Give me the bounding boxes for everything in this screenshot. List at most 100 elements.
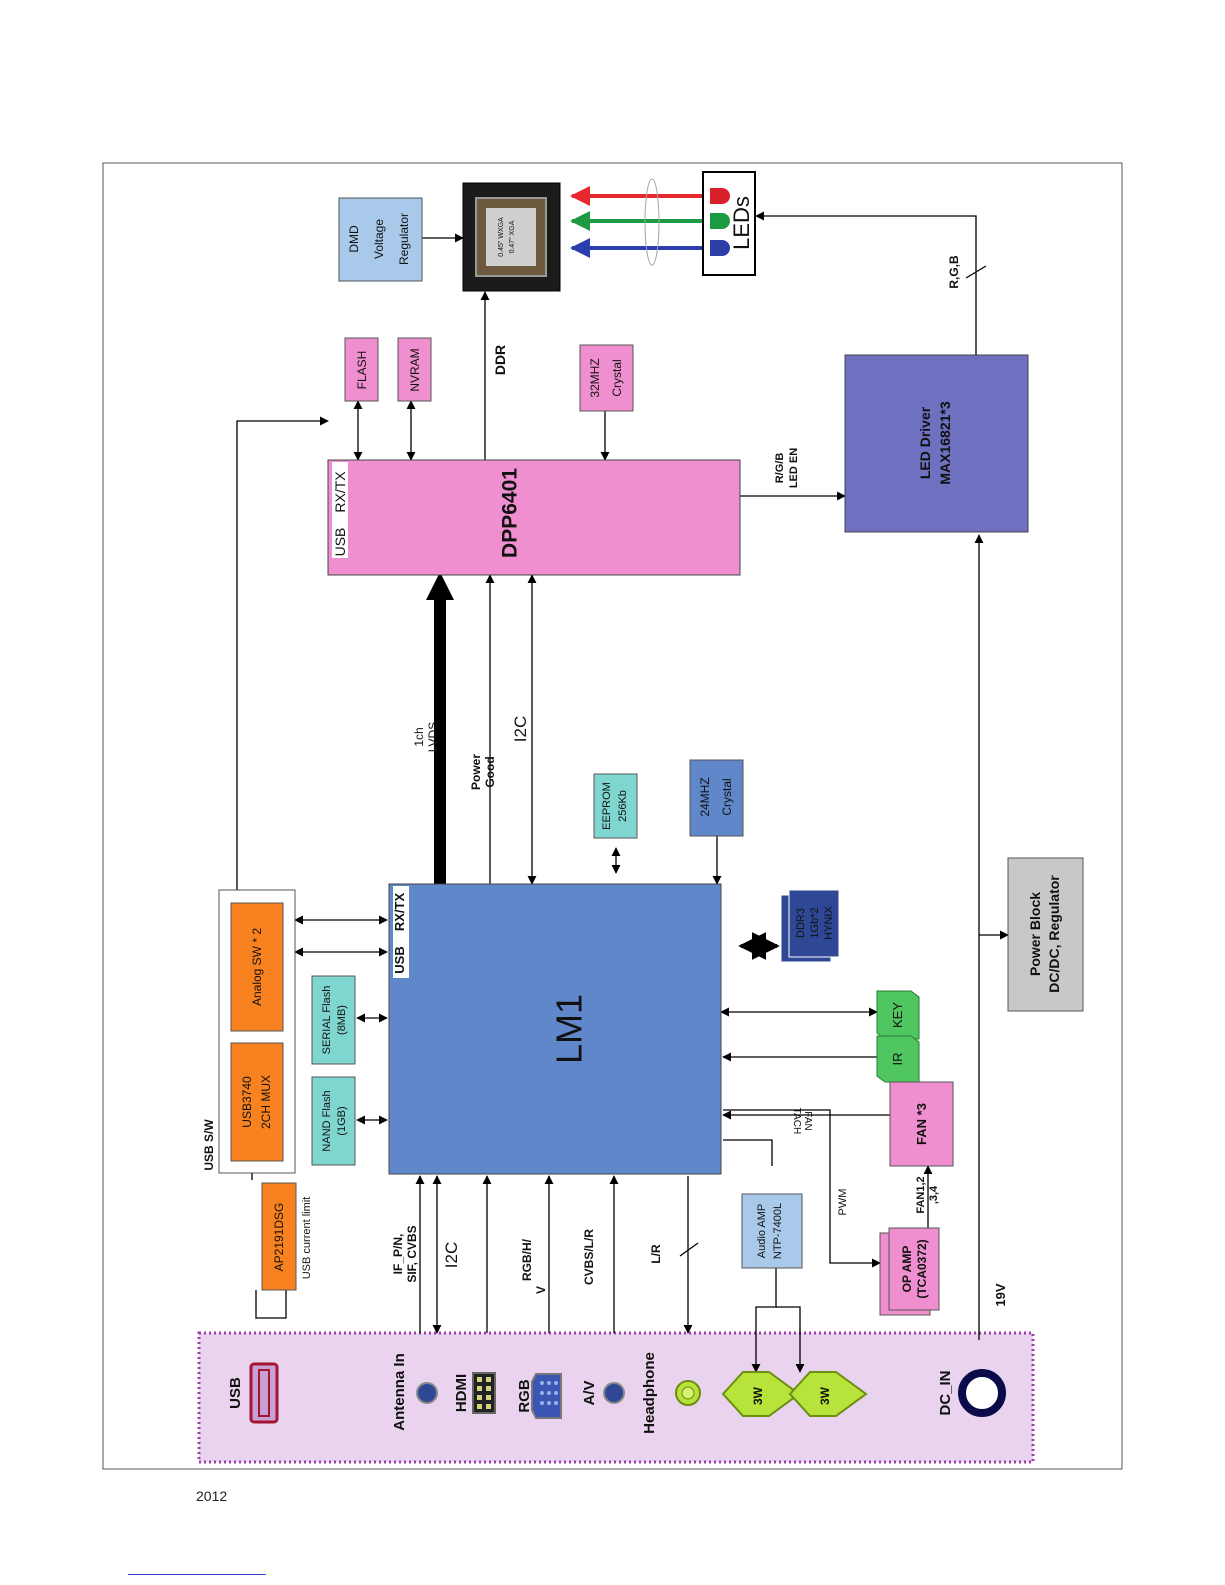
lm1-box — [388, 883, 722, 1175]
connector-rgb-label: RGB — [516, 1379, 533, 1413]
signal-if-pn-1: IF_P/N, — [391, 1234, 405, 1275]
footer-link-underline[interactable] — [128, 1574, 266, 1575]
vga-port-icon — [531, 1373, 562, 1419]
bus-slash-rgb — [965, 265, 987, 279]
dmd-chip-window — [486, 208, 536, 266]
signal-fan12-1: FAN1,2 — [915, 1176, 927, 1213]
dpp-box — [327, 459, 741, 576]
flash-box — [344, 337, 379, 402]
fan-label: FAN *3 — [914, 1103, 929, 1145]
dmd-chip-text-2: 0.47" XGA — [509, 220, 516, 253]
signal-pwm: PWM — [837, 1189, 849, 1216]
led-blue — [710, 240, 730, 256]
signal-rgb-hv-1: RGB/H/ — [520, 1238, 534, 1281]
headphone-jack-center — [681, 1386, 695, 1400]
signal-rgb-hv-2: V — [534, 1286, 548, 1294]
arrow-usbsw-dpp — [236, 416, 329, 890]
eeprom-label-1: EEPROM — [601, 782, 613, 830]
line-lm1-audio — [723, 1139, 773, 1166]
connector-speaker2-label: 3W — [818, 1386, 832, 1405]
footer-year: 2012 — [196, 1488, 228, 1504]
signal-power-good-1: Power — [469, 754, 483, 790]
speaker1-icon — [721, 1371, 801, 1417]
audio-amp-label-2: NTP-7400L — [772, 1203, 784, 1259]
dmd-chip-text-1: 0.45" WXGA — [498, 217, 505, 257]
serial-flash-label-2: (8MB) — [336, 1005, 348, 1035]
lm1-label: LM1 — [549, 994, 590, 1064]
connector-headphone-label: Headphone — [641, 1352, 658, 1434]
signal-rgb-led-en-1: R/G/B — [774, 453, 786, 484]
dmd-reg-label-1: DMD — [347, 225, 361, 253]
arrow-leddriver-leds — [755, 211, 977, 355]
crystal32-label-1: 32MHZ — [588, 358, 602, 397]
power-block-box — [1007, 857, 1084, 1012]
ir-label: IR — [890, 1053, 905, 1066]
signal-rgb: R,G,B — [947, 255, 961, 289]
antenna-jack-icon — [416, 1382, 438, 1404]
signal-fan-tach-1: FAN — [802, 1111, 813, 1130]
analog-sw-box — [230, 902, 284, 1032]
ddr3-label-2: 1Gb*2 — [809, 907, 821, 938]
diagram-frame — [102, 162, 1123, 1470]
connector-panel — [197, 1331, 1035, 1464]
signal-lvds-1: 1ch — [412, 727, 426, 746]
dpp-usb-label: USB — [332, 528, 348, 557]
power-block-label-1: Power Block — [1027, 892, 1043, 976]
line-amp-speaker2 — [776, 1306, 805, 1373]
fan-box — [889, 1081, 954, 1167]
crystal32-label-2: Crystal — [610, 359, 624, 396]
nvram-box — [397, 337, 432, 402]
crystal32-box — [579, 344, 634, 412]
lm1-rxtx-label: RX/TX — [392, 893, 407, 932]
signal-rgb-led-en-2: LED EN — [788, 448, 800, 488]
usb-sw-label: USB S/W — [202, 1119, 216, 1171]
signal-i2c-bottom: I2C — [442, 1242, 461, 1268]
flash-label: FLASH — [355, 351, 369, 390]
usb-port-inner — [258, 1369, 270, 1417]
leds-label: LEDs — [729, 196, 754, 250]
led-red — [710, 188, 730, 204]
connector-antenna-label: Antenna In — [391, 1353, 408, 1431]
ddr3-label-1: DDR3 — [795, 908, 807, 938]
dmd-reg-label-3: Regulator — [397, 213, 411, 265]
signal-lvds-2: LVDS — [426, 722, 440, 752]
usb-current-label: USB current limit — [301, 1197, 313, 1280]
connector-speaker1-label: 3W — [751, 1386, 765, 1405]
crystal24-label-1: 24MHZ — [698, 777, 712, 816]
vga-pins — [540, 1381, 558, 1405]
usb3740-label-2: 2CH MUX — [259, 1075, 273, 1129]
signal-ddr: DDR — [492, 345, 508, 375]
dmd-reg-box — [338, 197, 423, 282]
signal-power-good-2: Good — [483, 756, 497, 787]
arrow-lvds-head — [426, 572, 454, 600]
line-amp-speaker — [751, 1268, 777, 1373]
key-label: KEY — [890, 1002, 905, 1028]
connector-hdmi-label: HDMI — [453, 1374, 470, 1412]
speaker2-icon — [788, 1371, 868, 1417]
ap2191-box — [261, 1182, 297, 1291]
crystal24-box — [689, 759, 744, 837]
signal-i2c-top: I2C — [511, 716, 530, 742]
line-usb-current — [255, 1290, 287, 1319]
opamp-label-1: OP AMP — [900, 1246, 914, 1293]
eeprom-box — [593, 773, 638, 839]
usb3740-box — [230, 1042, 284, 1162]
dpp-rxtx-label: RX/TX — [332, 471, 348, 513]
eeprom-label-2: 256Kb — [617, 790, 629, 822]
opamp-front — [888, 1227, 940, 1311]
ddr3-front — [788, 889, 840, 958]
hdmi-port-icon — [472, 1372, 496, 1414]
lm1-usb-label-bg — [393, 886, 409, 978]
led-driver-label-2: MAX16821*3 — [937, 401, 953, 484]
dpp-usb-label-bg — [332, 462, 348, 558]
ap2191-label: AP2191DSG — [272, 1203, 286, 1272]
analog-sw-label: Analog SW * 2 — [250, 928, 264, 1006]
signal-if-pn-2: SIF, CVBS — [405, 1225, 419, 1282]
lens1 — [644, 178, 660, 266]
nvram-label: NVRAM — [408, 348, 422, 391]
serial-flash-box — [311, 975, 356, 1065]
arrow-pwm-opamp — [723, 1109, 881, 1268]
nand-flash-label-1: NAND Flash — [321, 1090, 333, 1151]
led-driver-box — [844, 354, 1029, 533]
